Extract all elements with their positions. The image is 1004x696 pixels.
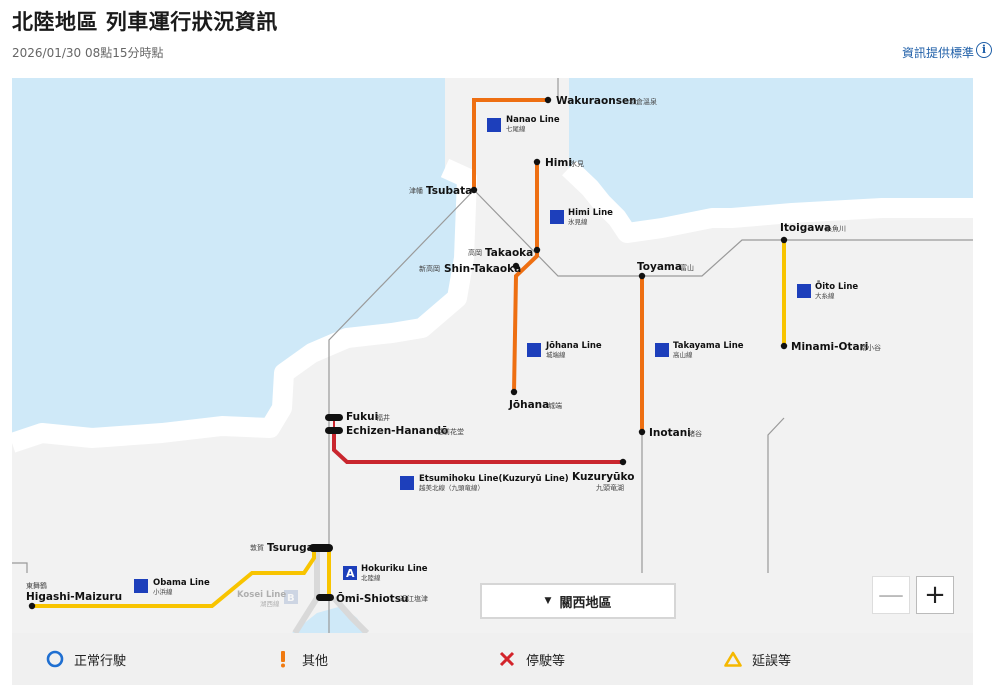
- line-kosei-ja: 湖西線: [260, 599, 280, 608]
- obama-line-track: [32, 548, 316, 608]
- station-higashi-maizuru-ja: 東舞鶴: [26, 581, 47, 590]
- legend-normal-label: 正常行駛: [74, 653, 127, 669]
- station-wakuraonsen: Wakuraonsen: [556, 95, 637, 107]
- exclamation-icon: [274, 650, 292, 668]
- line-hokuriku: Hokuriku Line: [361, 564, 428, 574]
- station-himi: Himi: [545, 157, 572, 169]
- line-johana: Jōhana Line: [545, 341, 602, 351]
- echizen-hanando-marker: [325, 427, 343, 434]
- route-map-svg: Wakuraonsen 和倉溫泉 Himi 氷見 津幡 Tsubata 高岡 T…: [12, 78, 973, 633]
- station-himi-ja: 氷見: [570, 159, 584, 168]
- line-oito: Ōito Line: [815, 281, 858, 292]
- etsumihoku-line-badge: [400, 476, 414, 490]
- kosei-line-badge: [284, 590, 298, 604]
- line-takayama-ja: 高山線: [673, 350, 693, 359]
- station-inotani-ja: 猪谷: [688, 429, 702, 438]
- station-inotani: Inotani: [649, 427, 691, 439]
- status-timestamp: 2026/01/30 08點15分時點: [12, 46, 164, 60]
- station-fukui: Fukui: [346, 411, 378, 423]
- legend-delay-label: 延誤等: [752, 653, 792, 669]
- kosei-line-label-group: B Kosei Line 湖西線: [237, 590, 298, 608]
- sea-toyama-bay: [569, 78, 973, 233]
- line-etsumihoku: Etsumihoku Line(Kuzuryū Line): [419, 474, 569, 484]
- station-tsuruga-ja: 敦賀: [250, 543, 264, 552]
- legend-suspended: 停駛等: [498, 633, 565, 685]
- coast-east: [562, 160, 973, 243]
- station-kuzuryuko: Kuzuryūko: [572, 471, 634, 483]
- station-echizen-hanando: Echizen-Hanandō: [346, 425, 448, 437]
- cross-icon: [498, 650, 516, 668]
- hokuriku-badge-letter: A: [346, 567, 355, 580]
- status-legend: 正常行駛 其他 停駛等 延誤等: [12, 633, 973, 685]
- omi-shiotsu-marker: [316, 594, 334, 601]
- himi-line-badge: [550, 210, 564, 224]
- route-map[interactable]: Wakuraonsen 和倉溫泉 Himi 氷見 津幡 Tsubata 高岡 T…: [12, 78, 973, 633]
- takayama-line-badge: [655, 343, 669, 357]
- station-kuzuryuko-ja: 九頭竜湖: [596, 483, 624, 492]
- circle-icon: [46, 650, 64, 668]
- line-himi-ja: 氷見線: [568, 217, 588, 226]
- legend-suspended-label: 停駛等: [526, 653, 566, 669]
- station-minami-otari: Minami-Otari: [791, 341, 868, 353]
- obama-line-badge: [134, 579, 148, 593]
- legend-delay: 延誤等: [724, 633, 791, 685]
- station-shin-takaoka-ja: 新高岡: [419, 264, 440, 273]
- line-obama-ja: 小浜線: [153, 587, 173, 596]
- region-select-label: 關西地區: [559, 595, 612, 611]
- oito-line-badge: [797, 284, 811, 298]
- page-title: 北陸地區 列車運行狀況資訊: [12, 10, 278, 34]
- station-omi-shiotsu-ja: 近江塩津: [400, 594, 428, 603]
- station-takaoka-ja: 高岡: [468, 248, 482, 257]
- nanao-line-track: [472, 98, 548, 190]
- line-nanao: Nanao Line: [506, 115, 560, 125]
- station-minami-otari-ja: 南小谷: [860, 343, 881, 352]
- tsuruga-marker: [309, 544, 333, 552]
- station-tsuruga: Tsuruga: [267, 542, 314, 554]
- line-etsumihoku-ja: 越美北線（九頭竜線）: [419, 483, 484, 492]
- etsumihoku-line-track: [332, 430, 623, 464]
- coast-west: [12, 158, 477, 453]
- station-tsubata: Tsubata: [426, 185, 472, 197]
- line-nanao-ja: 七尾線: [506, 124, 526, 133]
- line-takayama: Takayama Line: [673, 341, 744, 351]
- station-omi-shiotsu: Ōmi-Shiotsu: [336, 592, 408, 605]
- info-icon[interactable]: i: [976, 42, 992, 58]
- station-takaoka: Takaoka: [485, 247, 533, 259]
- station-markers: [28, 96, 788, 610]
- triangle-icon: [724, 650, 742, 668]
- station-echizen-hanando-ja: 越前花堂: [436, 427, 464, 436]
- station-toyama: Toyama: [637, 261, 682, 273]
- line-hokuriku-ja: 北陸線: [361, 573, 381, 582]
- line-himi: Himi Line: [568, 208, 613, 218]
- zoom-out-button[interactable]: —: [872, 576, 910, 614]
- station-fukui-ja: 福井: [376, 413, 390, 422]
- legend-other: 其他: [274, 633, 328, 685]
- kosei-badge-letter: B: [287, 593, 295, 604]
- station-itoigawa: Itoigawa: [780, 222, 831, 234]
- line-johana-ja: 城端線: [546, 350, 566, 359]
- station-wakuraonsen-ja: 和倉溫泉: [629, 97, 657, 106]
- station-tsubata-ja: 津幡: [409, 186, 423, 195]
- caret-down-icon: ▼: [544, 596, 552, 606]
- station-shin-takaoka: Shin-Takaoka: [444, 263, 521, 275]
- station-higashi-maizuru: Higashi-Maizuru: [26, 591, 122, 603]
- johana-line-badge: [527, 343, 541, 357]
- line-obama: Obama Line: [153, 578, 210, 588]
- zoom-in-button[interactable]: +: [916, 576, 954, 614]
- line-oito-ja: 大糸線: [815, 291, 835, 300]
- station-itoigawa-ja: 糸魚川: [825, 224, 846, 233]
- station-johana: Jōhana: [508, 399, 549, 411]
- sea-japan-sea-west: [12, 78, 467, 443]
- fukui-marker: [325, 414, 343, 421]
- info-standard-link[interactable]: 資訊提供標準: [901, 46, 974, 60]
- legend-normal: 正常行駛: [46, 633, 126, 685]
- region-select[interactable]: ▼ 關西地區: [480, 583, 676, 619]
- hokuriku-line-badge: [343, 566, 357, 580]
- line-kosei: Kosei Line: [237, 590, 286, 600]
- nanao-line-badge: [487, 118, 501, 132]
- legend-other-label: 其他: [302, 653, 329, 669]
- station-johana-ja: 城端: [548, 401, 562, 410]
- station-toyama-ja: 富山: [680, 263, 694, 272]
